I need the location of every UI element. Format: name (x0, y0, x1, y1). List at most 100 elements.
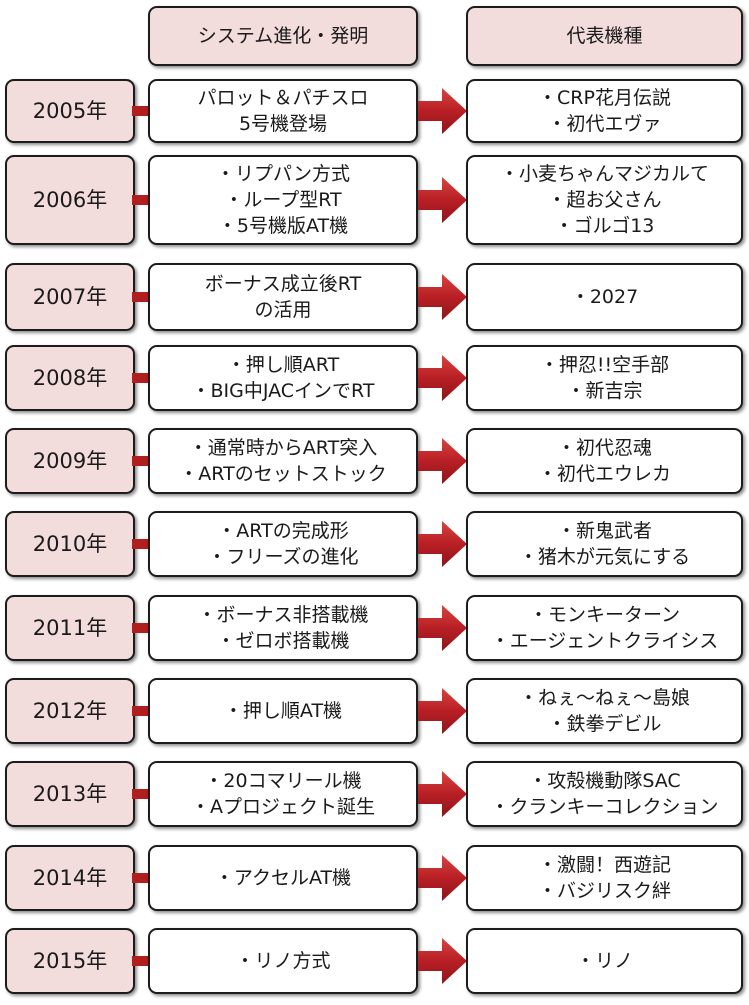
connector-bar (132, 195, 150, 205)
model-item: ・エージェントクライシス (490, 630, 719, 652)
models-box: ・攻殻機動隊SAC ・クランキーコレクション (466, 761, 743, 827)
year-label: 2009年 (32, 449, 108, 473)
system-item: ・通常時からART突入 (188, 437, 378, 459)
model-item: ・新鬼武者 (556, 520, 652, 542)
connector-bar (132, 873, 150, 883)
system-item: ・ARTの完成形 (217, 520, 349, 542)
models-box: ・激闘！西遊記・バジリスク絆 (466, 845, 743, 911)
right-arrow-icon (418, 855, 467, 901)
model-item: ・初代エウレカ (537, 463, 671, 485)
system-box: ・押し順ART ・BIG中JACインでRT (148, 345, 418, 411)
year-box: 2005年 (5, 79, 135, 143)
connector-bar (132, 373, 150, 383)
model-item: ・猪木が元気にする (518, 546, 691, 568)
system-box: ・ボーナス非搭載機・ゼロボ搭載機 (148, 595, 418, 661)
system-box: ・ARTの完成形・フリーズの進化 (148, 511, 418, 577)
system-item: ・アクセルAT機 (214, 867, 352, 889)
right-arrow-icon (418, 355, 467, 401)
right-arrow-icon (418, 771, 467, 817)
year-label: 2011年 (32, 616, 108, 640)
connector-bar (132, 956, 150, 966)
year-box: 2009年 (5, 428, 135, 494)
connector-bar (132, 106, 150, 116)
model-item: ・超お父さん (547, 189, 662, 211)
model-item: ・初代忍魂 (556, 437, 652, 459)
model-item: ・押忍!!空手部 (539, 354, 670, 376)
right-arrow-icon (418, 521, 467, 567)
models-box: ・CRP花月伝説・初代エヴァ (466, 79, 743, 143)
year-label: 2006年 (32, 188, 108, 212)
right-arrow-icon (418, 605, 467, 651)
right-arrow-icon (418, 274, 467, 320)
right-arrow-icon (418, 177, 467, 223)
right-arrow-icon (418, 688, 467, 734)
system-item: 5号機登場 (238, 113, 328, 135)
system-item: ・ループ型RT (224, 189, 342, 211)
model-item: ・激闘！西遊記 (537, 854, 671, 876)
year-label: 2010年 (32, 532, 108, 556)
model-item: ・リノ (575, 950, 633, 972)
system-item: ・ARTのセットストック (179, 463, 387, 485)
system-item: ボーナス成立後RT (204, 273, 362, 295)
right-arrow-icon (418, 938, 467, 984)
year-box: 2012年 (5, 678, 135, 744)
connector-bar (132, 623, 150, 633)
model-item: ・ゴルゴ13 (554, 215, 655, 237)
models-box: ・2027 (466, 263, 743, 331)
connector-bar (132, 292, 150, 302)
year-box: 2008年 (5, 345, 135, 411)
system-item: ・リプパン方式 (216, 163, 350, 185)
header-models: 代表機種 (466, 6, 743, 66)
header-system: システム進化・発明 (148, 6, 418, 66)
model-item: ・新吉宗 (566, 380, 643, 402)
year-box: 2014年 (5, 845, 135, 911)
year-box: 2015年 (5, 928, 135, 994)
model-item: ・攻殻機動隊SAC (528, 770, 681, 792)
system-item: ・フリーズの進化 (207, 546, 359, 568)
model-item: ・バジリスク絆 (537, 880, 671, 902)
models-box: ・ねぇ～ねぇ～島娘・鉄拳デビル (466, 678, 743, 744)
system-item: ・Aプロジェクト誕生 (191, 796, 375, 818)
year-label: 2012年 (32, 699, 108, 723)
connector-bar (132, 789, 150, 799)
models-box: ・モンキーターン・エージェントクライシス (466, 595, 743, 661)
header-system-label: システム進化・発明 (197, 25, 369, 47)
model-item: ・クランキーコレクション (490, 796, 719, 818)
system-box: ・アクセルAT機 (148, 845, 418, 911)
header-models-label: 代表機種 (566, 25, 643, 47)
year-label: 2005年 (32, 99, 108, 123)
right-arrow-icon (418, 438, 467, 484)
model-item: ・2027 (570, 286, 639, 308)
system-item: の活用 (254, 299, 312, 321)
models-box: ・初代忍魂・初代エウレカ (466, 428, 743, 494)
system-box: ・リプパン方式・ループ型RT ・5号機版AT機 (148, 155, 418, 245)
model-item: ・初代エヴァ (547, 113, 662, 135)
year-label: 2014年 (32, 866, 108, 890)
system-item: ・ボーナス非搭載機 (197, 604, 369, 626)
system-item: ・20コマリール機 (204, 770, 362, 792)
year-label: 2008年 (32, 366, 108, 390)
system-box: ・20コマリール機・Aプロジェクト誕生 (148, 761, 418, 827)
system-box: ・リノ方式 (148, 928, 418, 994)
models-box: ・押忍!!空手部・新吉宗 (466, 345, 743, 411)
model-item: ・鉄拳デビル (547, 713, 662, 735)
connector-bar (132, 706, 150, 716)
system-item: ・押し順AT機 (223, 700, 343, 722)
model-item: ・小麦ちゃんマジカルて (499, 163, 709, 185)
system-item: ・BIG中JACインでRT (191, 380, 375, 402)
system-item: パロット＆パチスロ (197, 87, 369, 109)
models-box: ・リノ (466, 928, 743, 994)
system-item: ・押し順ART (226, 354, 340, 376)
year-box: 2013年 (5, 761, 135, 827)
year-box: 2006年 (5, 155, 135, 245)
connector-bar (132, 456, 150, 466)
system-box: パロット＆パチスロ 5号機登場 (148, 79, 418, 143)
system-item: ・ゼロボ搭載機 (216, 630, 350, 652)
year-label: 2007年 (32, 285, 108, 309)
system-box: ボーナス成立後RT の活用 (148, 263, 418, 331)
system-item: ・リノ方式 (235, 950, 331, 972)
system-item: ・5号機版AT機 (217, 215, 349, 237)
year-label: 2015年 (32, 949, 108, 973)
connector-bar (132, 539, 150, 549)
model-item: ・CRP花月伝説 (538, 87, 671, 109)
